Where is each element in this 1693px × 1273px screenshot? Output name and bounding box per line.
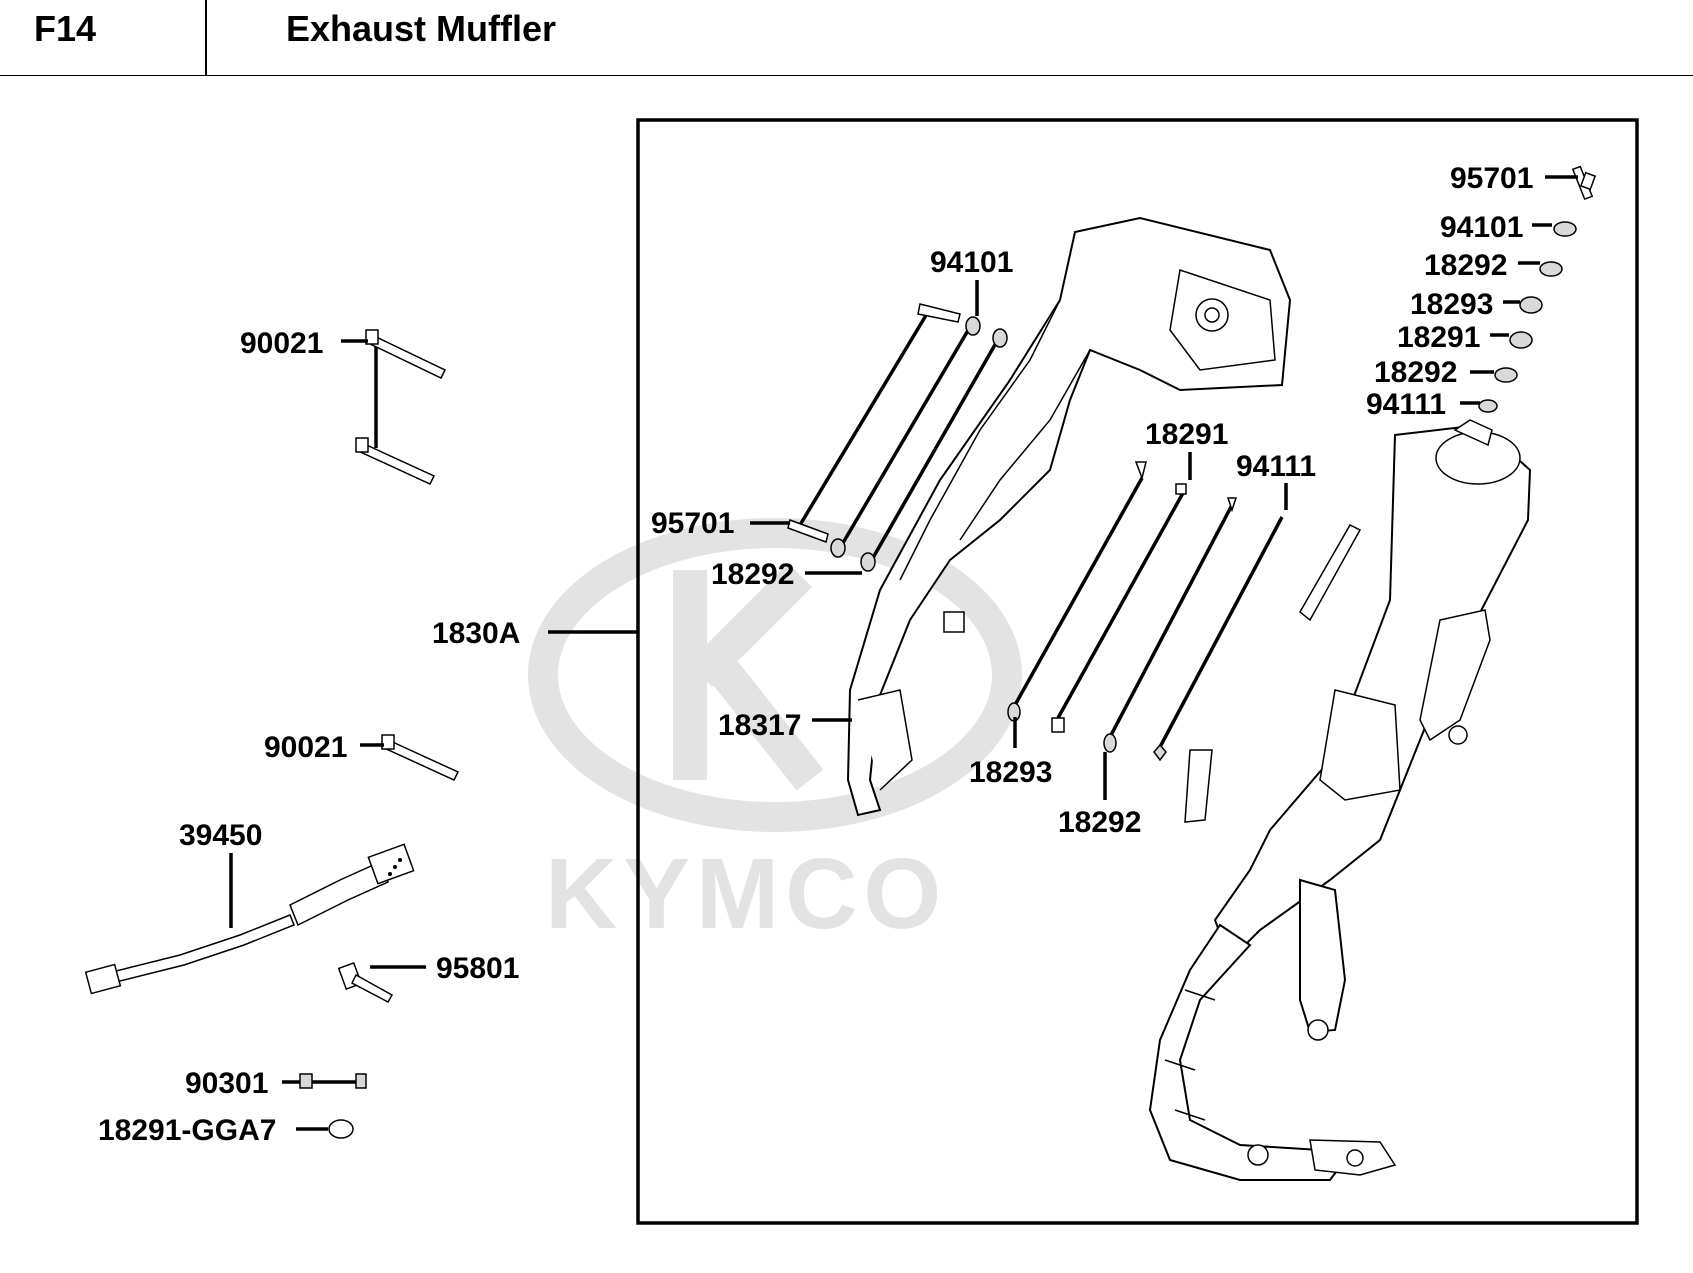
callout-18292-cover: 18292 — [711, 558, 794, 591]
bolt-95701-cover-upper — [917, 303, 961, 323]
header-bar: F14 Exhaust Muffler — [0, 0, 1693, 76]
bolt-95701-top — [1571, 165, 1597, 201]
washer-18292-top-b — [1494, 367, 1518, 383]
callout-90021-pair: 90021 — [240, 327, 323, 360]
stud-90021-pair — [354, 329, 447, 485]
cover-fasteners — [787, 303, 1008, 572]
clip-90301 — [282, 1073, 367, 1089]
collar-18291-top — [1509, 331, 1533, 349]
page-code: F14 — [34, 8, 97, 49]
washer-94101-cover-b — [992, 328, 1008, 348]
callout-labels: 95701 94101 18292 18293 18291 18292 9411… — [98, 162, 1533, 1147]
washer-94101-cover-a — [965, 316, 981, 336]
callout-18291-GGA7: 18291-GGA7 — [98, 1114, 276, 1147]
kymco-watermark: KYMCO — [528, 518, 1022, 950]
washer-18292-mid — [1103, 733, 1117, 753]
nut-94111-mid — [1153, 743, 1167, 762]
callout-94101-cover: 94101 — [930, 246, 1013, 279]
callout-18292-top-a: 18292 — [1424, 249, 1507, 282]
washer-94101-top — [1553, 221, 1577, 237]
left-parts — [84, 329, 460, 1139]
bolt-95801 — [337, 961, 394, 1004]
callout-18317: 18317 — [718, 709, 801, 742]
callout-18292-top-b: 18292 — [1374, 356, 1457, 389]
callout-18291-top: 18291 — [1397, 321, 1480, 354]
callout-18291-mid: 18291 — [1145, 418, 1228, 451]
nut-94111-top — [1478, 399, 1498, 413]
watermark-k-glyph — [673, 562, 824, 791]
callout-95801: 95801 — [436, 952, 519, 985]
oxygen-sensor-39450 — [84, 843, 415, 995]
muffler-body — [1148, 419, 1532, 1181]
callout-94111-mid: 94111 — [1236, 450, 1316, 483]
top-fastener-stack — [1478, 165, 1597, 413]
callout-95701-top: 95701 — [1450, 162, 1533, 195]
callout-18292-mid: 18292 — [1058, 806, 1141, 839]
callout-18293-mid: 18293 — [969, 756, 1052, 789]
middle-fasteners — [1007, 461, 1284, 762]
washer-18292-cover-b — [860, 552, 876, 572]
collar-18291-mid — [1051, 717, 1065, 733]
washer-18292-cover-a — [830, 538, 846, 558]
header-divider — [205, 0, 207, 75]
stud-90021-single — [380, 734, 460, 781]
callout-1830A: 1830A — [432, 617, 520, 650]
bolt-95701-cover-lower — [787, 519, 829, 543]
watermark-ellipse — [528, 518, 1022, 832]
heat-shield-cover — [846, 216, 1292, 817]
assembly-frame — [636, 118, 1639, 1225]
callout-39450: 39450 — [179, 819, 262, 852]
callout-94101-top: 94101 — [1440, 211, 1523, 244]
callout-90021-single: 90021 — [264, 731, 347, 764]
watermark-text: KYMCO — [545, 838, 947, 950]
leader-lines — [229, 175, 1578, 1131]
page-title: Exhaust Muffler — [286, 8, 557, 49]
washer-18292-top-a — [1539, 261, 1563, 277]
callout-95701-cover: 95701 — [651, 507, 734, 540]
callout-94111-top: 94111 — [1366, 388, 1446, 421]
nut-18293-top — [1519, 296, 1543, 314]
callout-18293-top: 18293 — [1410, 288, 1493, 321]
callout-90301: 90301 — [185, 1067, 268, 1100]
gasket-18291-GGA7 — [328, 1119, 354, 1139]
